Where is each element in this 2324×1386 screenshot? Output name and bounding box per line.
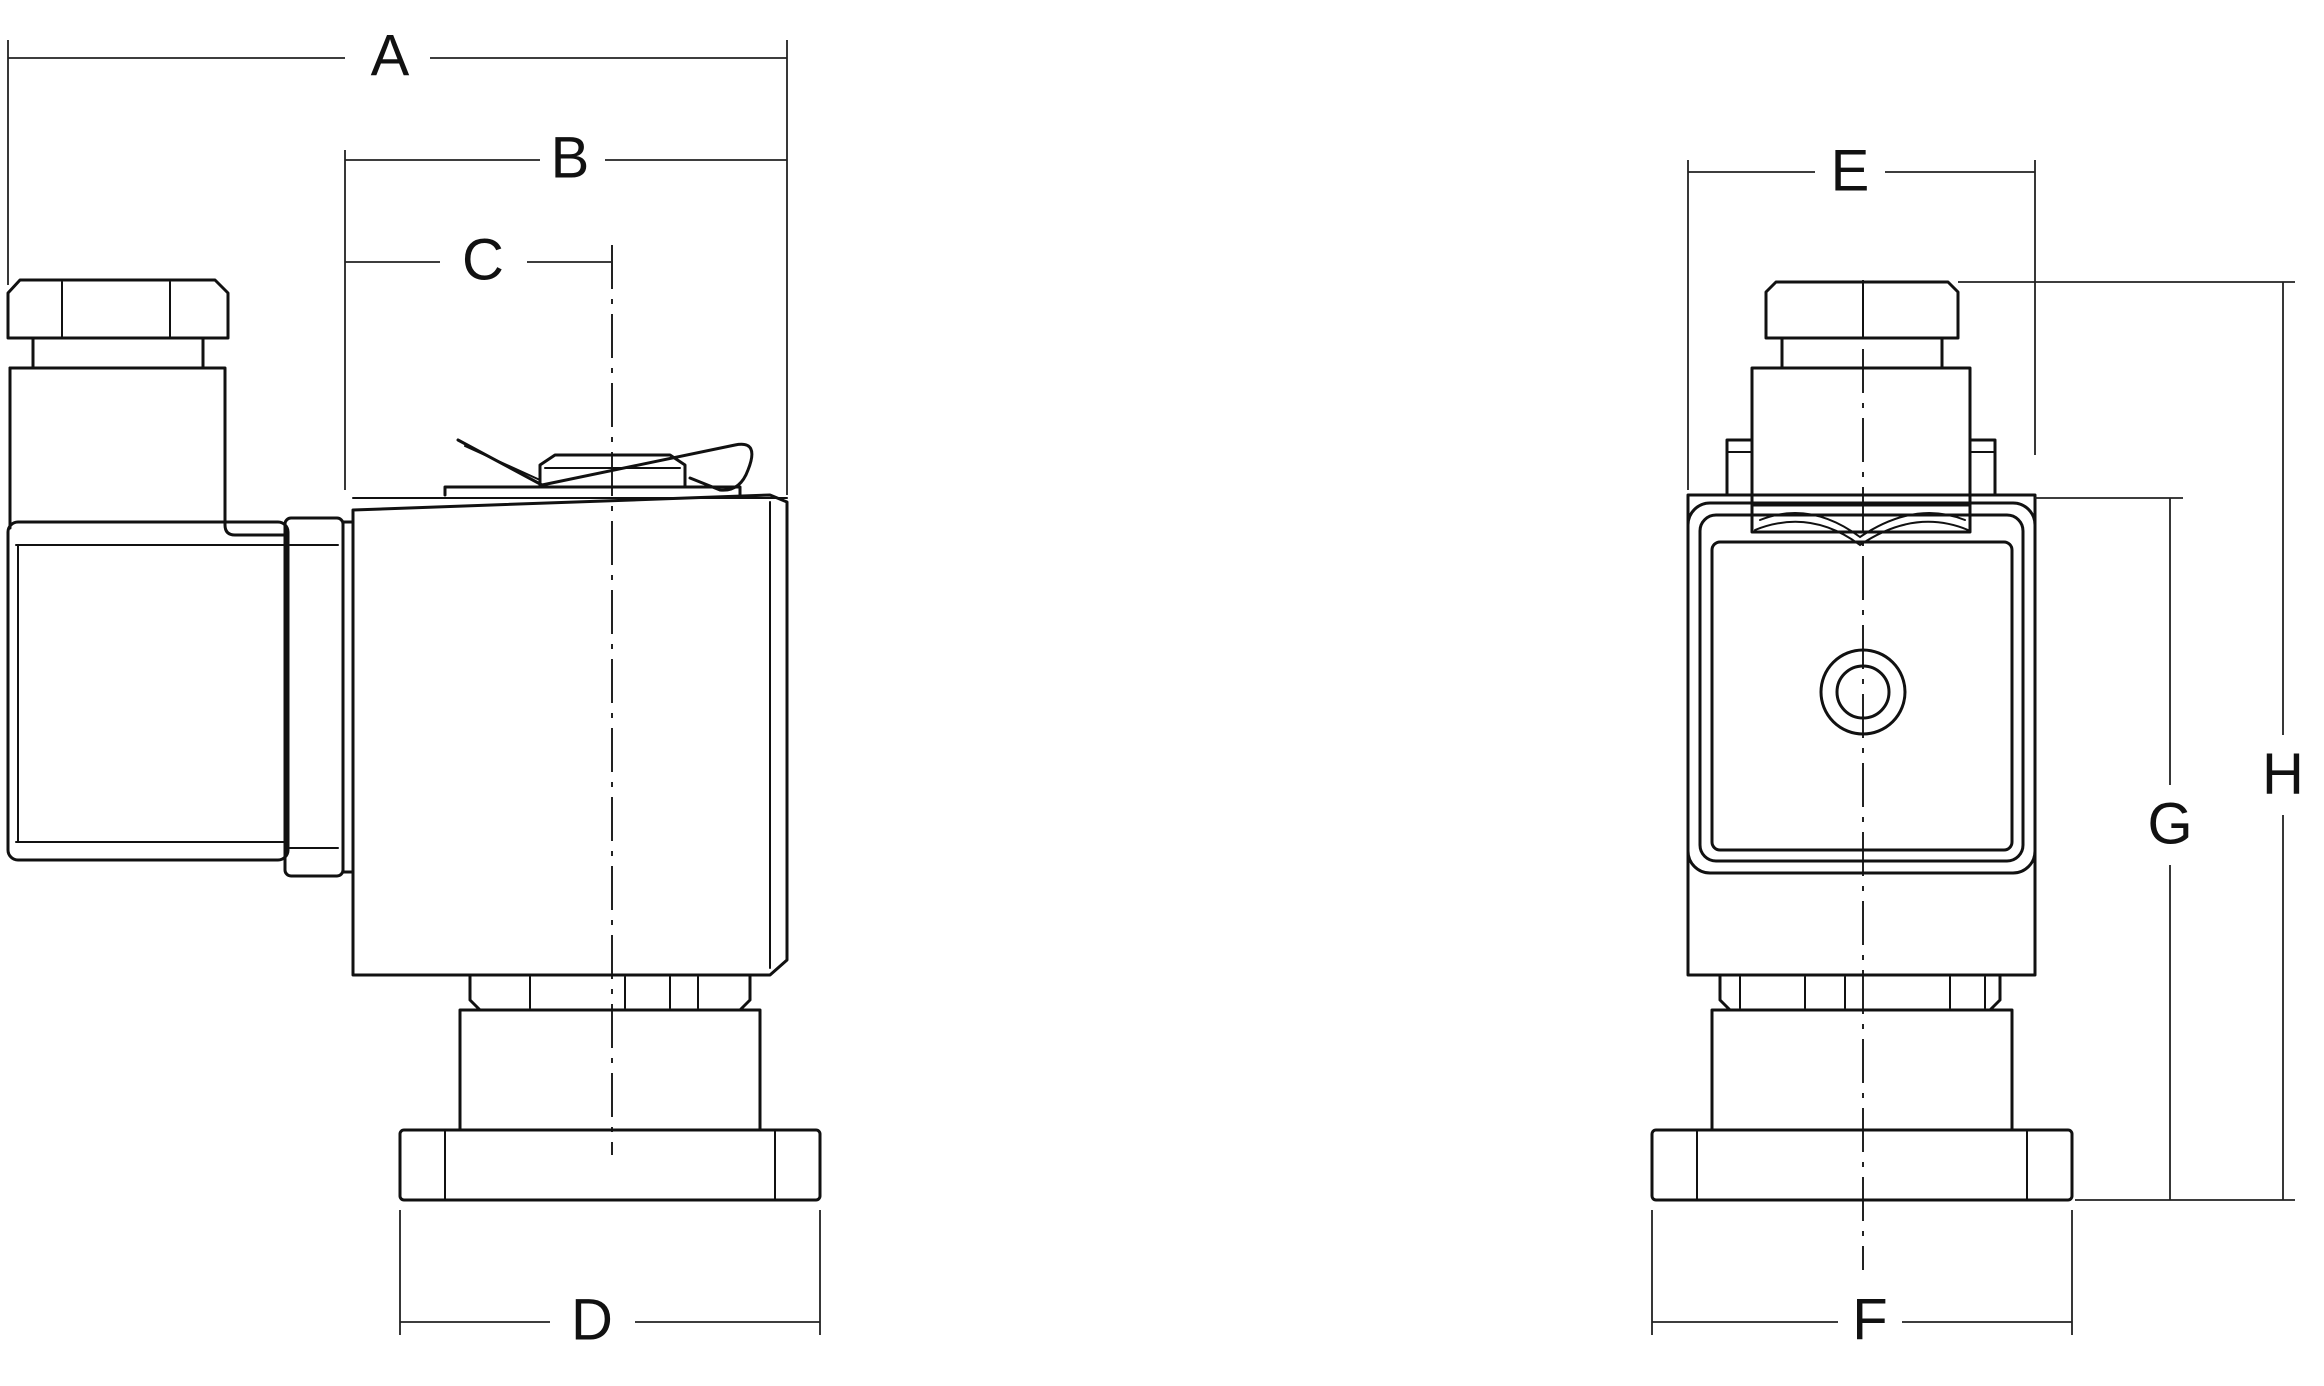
dimension-e: E: [1687, 138, 2036, 490]
base-flange-side: [398, 1128, 822, 1202]
valve-stem: [458, 1008, 762, 1132]
armature-nuts-front: [1718, 973, 2002, 1012]
clip-spring: [456, 438, 754, 492]
dimension-g: G: [2035, 497, 2193, 1201]
cable-gland-nut: [6, 278, 230, 340]
connector-front: [1725, 366, 1997, 547]
dimension-c: C: [345, 227, 613, 292]
dimension-f: F: [1651, 1210, 2073, 1352]
dim-label-f: F: [1852, 1287, 1887, 1352]
dimension-h: H: [1958, 281, 2304, 1201]
plug-gasket: [283, 516, 345, 878]
dimension-b: B: [344, 125, 787, 490]
dim-label-b: B: [551, 125, 590, 190]
front-view: E: [1650, 138, 2304, 1352]
retaining-clip: [443, 438, 754, 497]
dim-label-d: D: [571, 1287, 613, 1352]
dimension-d: D: [399, 1210, 821, 1352]
clip-nut: [538, 453, 687, 489]
dim-label-h: H: [2262, 741, 2304, 806]
side-view: A B C: [6, 23, 822, 1352]
dim-label-c: C: [462, 227, 504, 292]
coil-front: [1686, 493, 2037, 977]
dim-label-e: E: [1831, 138, 1870, 203]
armature-nuts: [468, 973, 752, 1012]
plug-housing: [6, 520, 290, 862]
dim-label-g: G: [2147, 791, 2192, 856]
center-screw-icon: [1819, 648, 1907, 736]
dimension-a: A: [7, 23, 788, 495]
coil-body: [351, 493, 789, 977]
dim-label-a: A: [371, 23, 410, 88]
connector-plug: [6, 278, 355, 878]
base-flange-front: [1650, 1128, 2074, 1202]
